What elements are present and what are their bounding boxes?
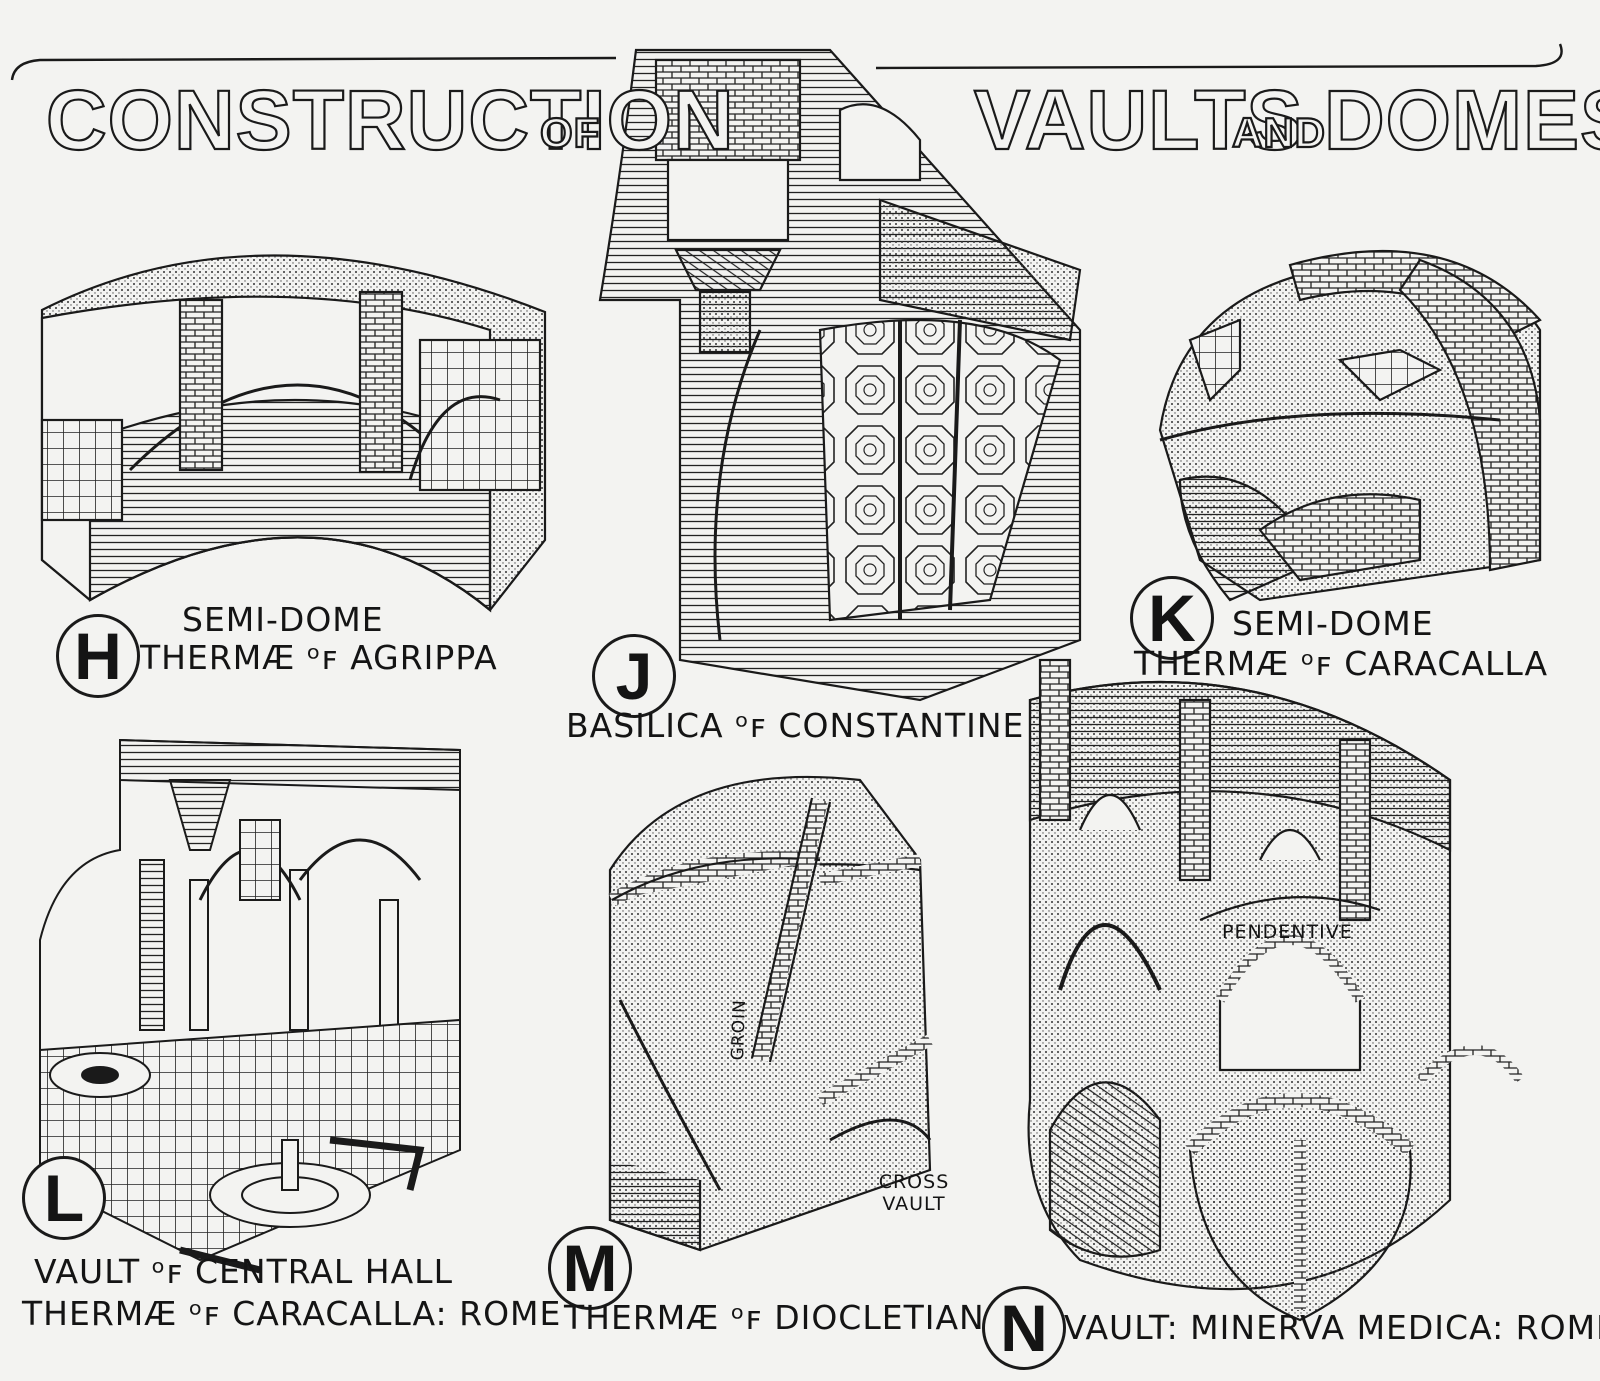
caption-k-line1: SEMI-DOME bbox=[1232, 604, 1434, 643]
caption-n: VAULT: MINERVA MEDICA: ROME bbox=[1064, 1308, 1600, 1347]
caption-m: THERMÆ ᵒꜰ DIOCLETIAN bbox=[564, 1298, 985, 1337]
badge-l: L bbox=[22, 1156, 106, 1240]
drawing-k-semi-dome bbox=[1158, 249, 1542, 602]
annotation-cross-vault: CROSS VAULT bbox=[878, 1171, 950, 1215]
drawing-l-central-hall bbox=[39, 738, 461, 1274]
caption-l-line1: VAULT ᵒꜰ CENTRAL HALL bbox=[34, 1252, 453, 1291]
annotation-pendentive: PENDENTIVE bbox=[1222, 921, 1353, 943]
title-and: AND bbox=[1231, 109, 1326, 156]
badge-n: N bbox=[982, 1286, 1066, 1370]
badge-h: H bbox=[56, 614, 140, 698]
drawing-h-semi-dome bbox=[40, 254, 547, 613]
caption-k-line2: THERMÆ ᵒꜰ CARACALLA bbox=[1134, 644, 1549, 683]
title-vaults: VAULTS bbox=[973, 73, 1304, 167]
header-rules bbox=[10, 43, 1563, 81]
badge-m: M bbox=[548, 1226, 632, 1310]
caption-h-line2: THERMÆ ᵒꜰ AGRIPPA bbox=[140, 638, 498, 677]
caption-h-line1: SEMI-DOME bbox=[182, 600, 384, 639]
title-of: OF bbox=[539, 109, 601, 156]
caption-j: BASILICA ᵒꜰ CONSTANTINE bbox=[566, 706, 1025, 745]
badge-k: K bbox=[1130, 576, 1214, 660]
annotation-groin: GROIN bbox=[728, 998, 751, 1061]
drawing-n-minerva-medica bbox=[1027, 658, 1525, 1322]
drawing-m-cross-vault bbox=[608, 775, 933, 1252]
title-domes: DOMES bbox=[1323, 73, 1600, 167]
drawing-j-basilica bbox=[598, 48, 1082, 702]
title-construction: CONSTRUCTION bbox=[45, 73, 735, 167]
badge-j: J bbox=[592, 634, 676, 718]
caption-l-line2: THERMÆ ᵒꜰ CARACALLA: ROME bbox=[22, 1294, 562, 1333]
